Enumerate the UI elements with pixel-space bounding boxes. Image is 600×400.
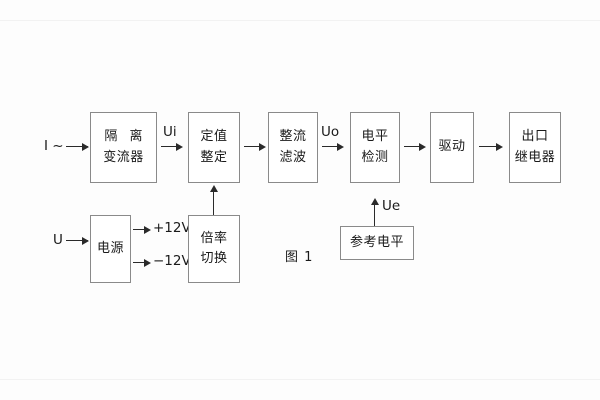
signal-ui-label: Ui [163,124,177,140]
rail-positive-arrowhead [144,225,151,234]
signal-ui-arrowhead [176,142,183,151]
block-setting-line1: 定值 [200,129,228,145]
block-power-supply-line1: 电源 [96,240,124,256]
link-level-to-drive-arrowhead [419,142,426,151]
block-reference-level-line1: 参考电平 [349,234,404,250]
block-reference-level[interactable]: 参考电平 [340,226,414,260]
block-setting-line2: 整定 [200,149,228,165]
input-voltage-label: U [53,232,63,248]
link-drive-to-relay-line [479,146,501,148]
signal-ui-line [161,146,181,148]
rail-negative-line [133,262,147,264]
signal-ue-line [374,205,376,226]
block-output-relay-line1: 出口 [521,129,549,145]
link-multiplier-to-setting-arrowhead [210,185,218,192]
link-setting-to-rectify-line [244,146,264,148]
input-current-arrowhead [82,142,89,151]
block-output-relay[interactable]: 出口 继电器 [509,112,561,183]
block-level-detect-line1: 电平 [361,129,389,145]
block-level-detect[interactable]: 电平 检测 [350,112,400,183]
block-rectify-filter-line2: 滤波 [279,149,307,165]
block-multiplier-switch-line1: 倍率 [200,230,228,246]
input-voltage-arrowhead [82,236,89,245]
block-level-detect-line2: 检测 [361,149,389,165]
input-voltage-line [66,240,88,242]
block-isolation-ct-line2: 变流器 [103,149,144,165]
frame-rule-top [0,20,600,21]
block-multiplier-switch-line2: 切换 [200,251,228,266]
frame-rule-bottom [0,379,600,380]
rail-negative-arrowhead [144,258,151,267]
rail-positive-label: +12V [153,220,191,236]
link-level-to-drive-line [404,146,424,148]
block-drive[interactable]: 驱动 [430,112,474,183]
signal-ue-label: Ue [382,198,401,214]
signal-uo-line [322,146,342,148]
block-isolation-ct[interactable]: 隔 离 变流器 [90,112,157,183]
block-isolation-ct-line1: 隔 离 [104,129,147,145]
input-current-line [66,146,88,148]
link-multiplier-to-setting-line [213,192,215,215]
block-rectify-filter-line1: 整流 [279,129,307,145]
link-setting-to-rectify-arrowhead [259,142,266,151]
rail-positive-line [133,229,147,231]
signal-uo-label: Uo [321,124,340,140]
input-current-label: I ~ [44,138,64,154]
figure-caption: 图 1 [285,250,314,265]
block-multiplier-switch[interactable]: 倍率 切换 [188,215,240,283]
block-power-supply[interactable]: 电源 [90,215,131,283]
block-rectify-filter[interactable]: 整流 滤波 [268,112,318,183]
signal-ue-arrowhead [371,198,379,205]
block-output-relay-line2: 继电器 [514,149,556,165]
signal-uo-arrowhead [337,142,344,151]
block-drive-line1: 驱动 [438,139,466,155]
block-setting[interactable]: 定值 整定 [188,112,240,183]
link-drive-to-relay-arrowhead [496,142,503,151]
rail-negative-label: −12V [153,253,191,269]
